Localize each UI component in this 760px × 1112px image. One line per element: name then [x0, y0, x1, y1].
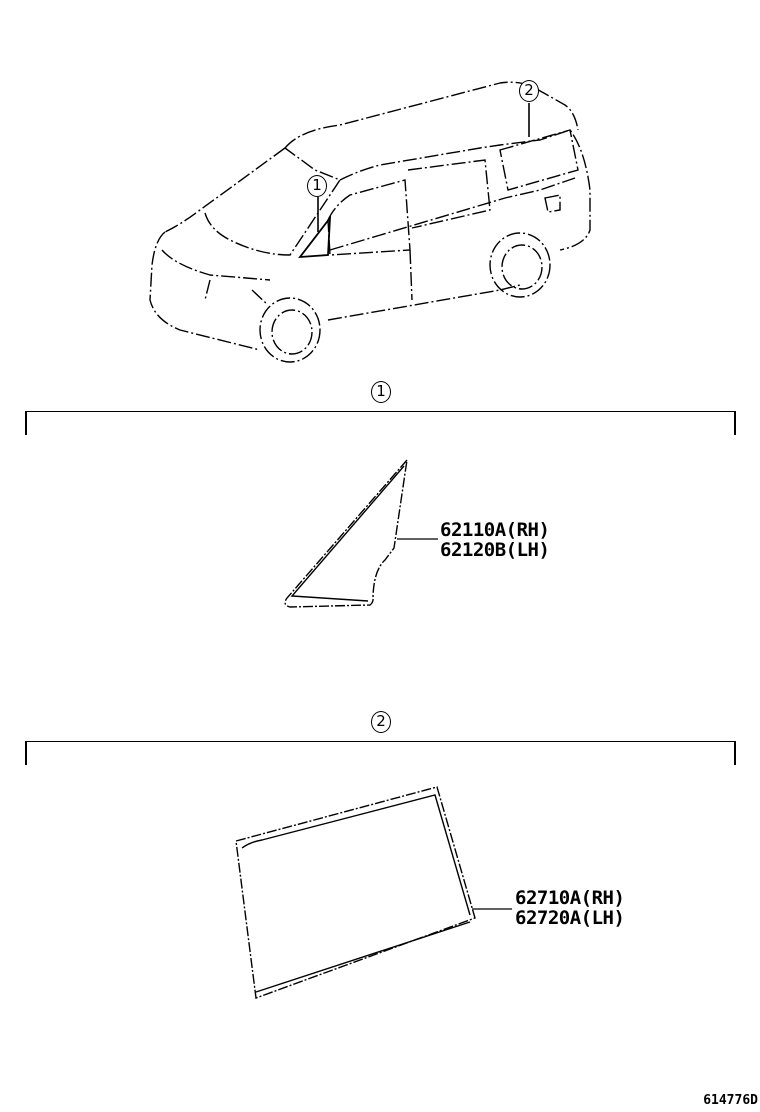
overview-callout-1: 1	[307, 175, 327, 197]
part-number-62720A: 62720A(LH)	[515, 907, 625, 929]
section-2-callout: 2	[371, 711, 391, 733]
section-1-callout: 1	[371, 381, 391, 403]
part-number-62120B: 62120B(LH)	[440, 539, 550, 561]
section-1-bracket	[25, 411, 736, 435]
diagram-reference-code: 614776D	[703, 1093, 758, 1108]
vehicle-illustration	[149, 81, 591, 363]
part-number-62110A: 62110A(RH)	[440, 519, 550, 541]
section-2-bracket	[25, 741, 736, 765]
overview-callout-2: 2	[519, 80, 539, 102]
part-number-62710A: 62710A(RH)	[515, 887, 625, 909]
